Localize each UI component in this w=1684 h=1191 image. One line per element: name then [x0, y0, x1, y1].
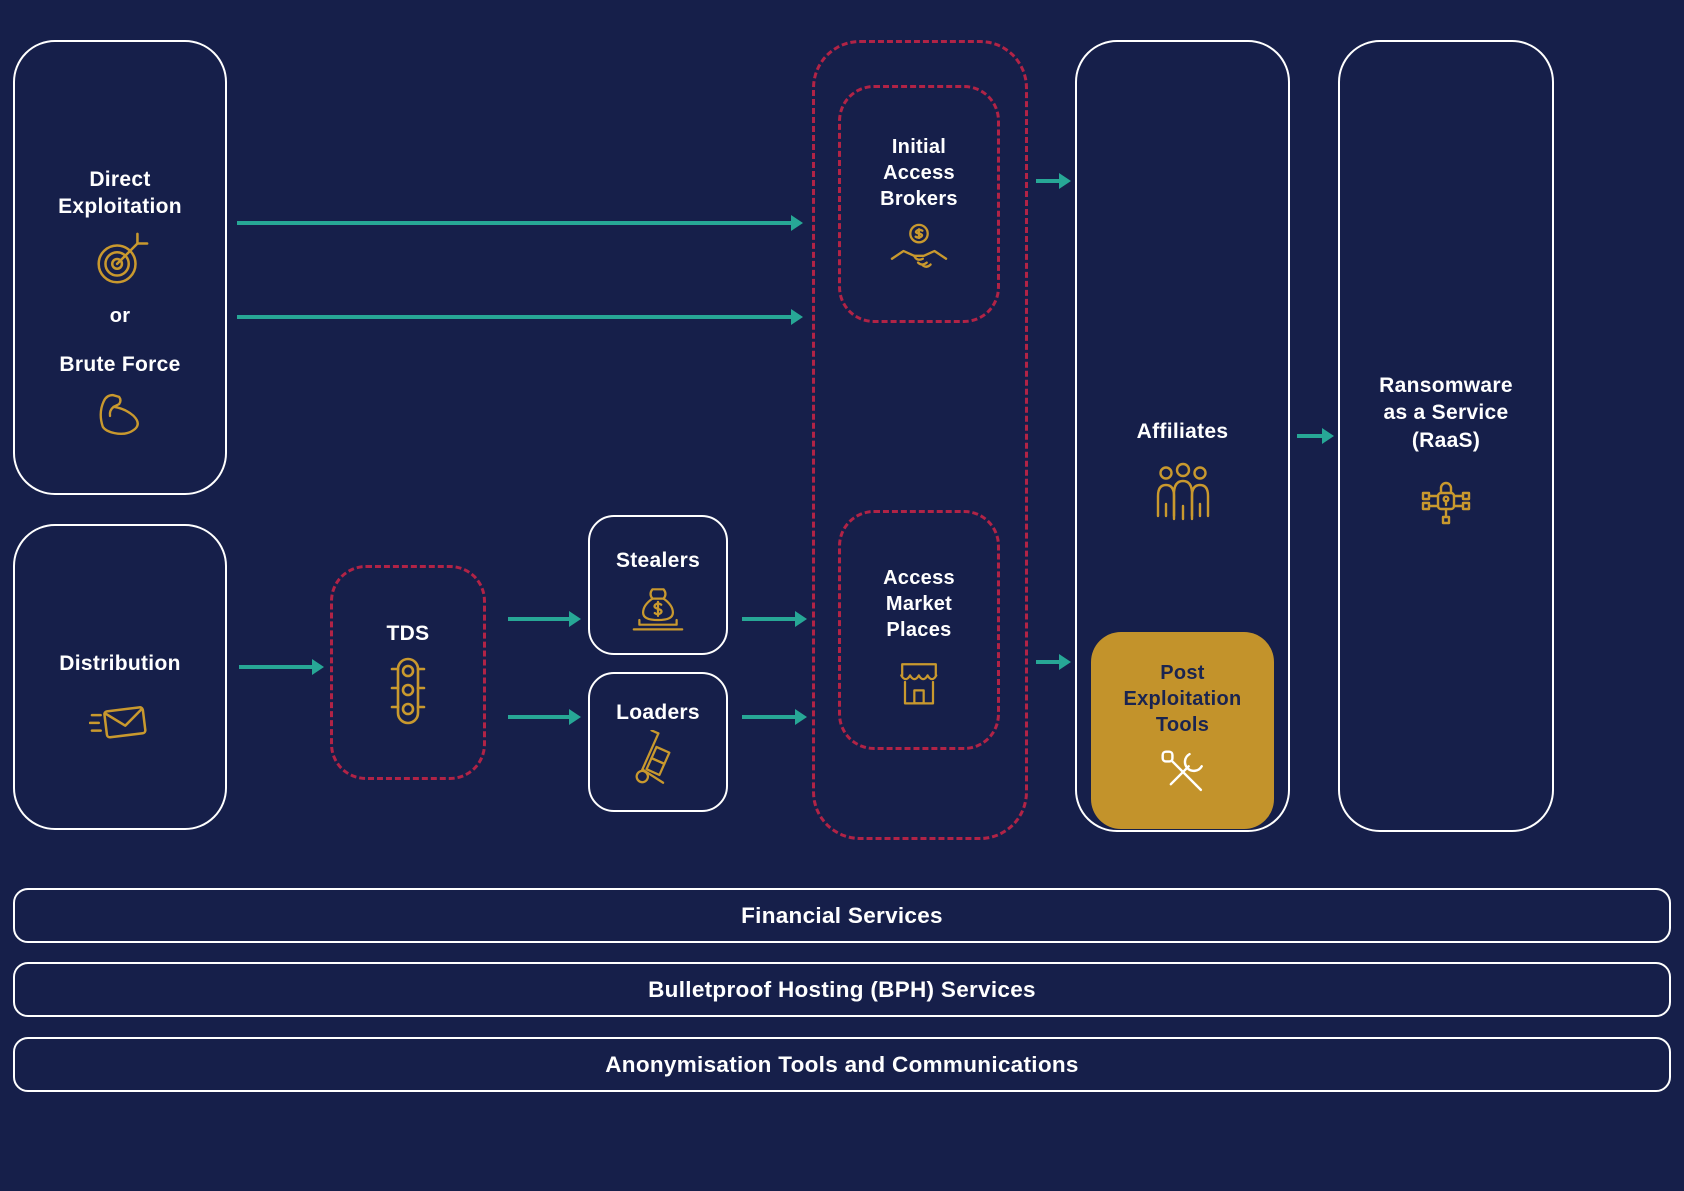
node-tds: TDS: [330, 565, 486, 780]
or-label: or: [109, 304, 131, 327]
anonymisation-tools-label: Anonymisation Tools and Communications: [605, 1051, 1079, 1077]
broker-marketplace-group: [812, 40, 1028, 840]
node-access-market-places: Access Market Places: [838, 510, 1000, 750]
node-stealers: Stealers: [588, 515, 728, 655]
access-market-places-label: Access Market Places: [883, 567, 955, 641]
node-direct-exploitation: Direct Exploitation or Brute Force: [13, 40, 227, 495]
bulletproof-hosting-label: Bulletproof Hosting (BPH) Services: [648, 976, 1036, 1002]
node-post-exploitation-tools: Post Exploitation Tools: [1091, 632, 1274, 829]
arrow-tds-to-loaders: [508, 709, 581, 725]
financial-services-label: Financial Services: [741, 902, 943, 928]
tds-label: TDS: [386, 622, 430, 645]
people-group-icon: [1151, 460, 1215, 522]
bar-financial-services: Financial Services: [13, 888, 1671, 943]
raas-label: Ransomware as a Service (RaaS): [1379, 374, 1513, 452]
arrow-direct-to-brokers-2: [237, 309, 803, 325]
node-distribution: Distribution: [13, 524, 227, 830]
target-icon: [89, 229, 151, 291]
direct-exploitation-label: Direct Exploitation: [58, 168, 182, 219]
bar-bulletproof-hosting: Bulletproof Hosting (BPH) Services: [13, 962, 1671, 1017]
arrow-affiliates-to-raas: [1297, 428, 1334, 444]
node-loaders: Loaders: [588, 672, 728, 812]
hand-truck-icon: [628, 730, 688, 794]
brute-force-label: Brute Force: [59, 352, 181, 376]
arrow-stealers-to-marketplaces: [742, 611, 807, 627]
lock-circuit-icon: [1413, 470, 1479, 528]
distribution-label: Distribution: [59, 652, 181, 675]
arrow-distribution-to-tds: [239, 659, 324, 675]
storefront-icon: [889, 653, 949, 709]
node-affiliates: Affiliates Post Exploitation Tools: [1075, 40, 1290, 832]
stealers-label: Stealers: [615, 549, 701, 572]
money-bag-laptop-icon: [628, 580, 688, 634]
handshake-dollar-icon: [888, 222, 950, 280]
bar-anonymisation-tools: Anonymisation Tools and Communications: [13, 1037, 1671, 1092]
node-initial-access-brokers: Initial Access Brokers: [838, 85, 1000, 323]
arrow-direct-to-brokers-1: [237, 215, 803, 231]
bicep-icon: [91, 386, 149, 444]
traffic-light-icon: [380, 655, 436, 731]
loaders-label: Loaders: [616, 701, 700, 724]
arrow-marketplaces-to-affiliates: [1036, 654, 1071, 670]
envelope-speed-icon: [89, 691, 151, 749]
arrow-tds-to-stealers: [508, 611, 581, 627]
affiliates-label: Affiliates: [1136, 420, 1229, 443]
initial-access-brokers-label: Initial Access Brokers: [880, 136, 958, 210]
crossed-tools-icon: [1157, 746, 1209, 798]
post-exploitation-tools-label: Post Exploitation Tools: [1123, 662, 1242, 736]
node-raas: Ransomware as a Service (RaaS): [1338, 40, 1554, 832]
arrow-loaders-to-marketplaces: [742, 709, 807, 725]
arrow-brokers-to-affiliates: [1036, 173, 1071, 189]
